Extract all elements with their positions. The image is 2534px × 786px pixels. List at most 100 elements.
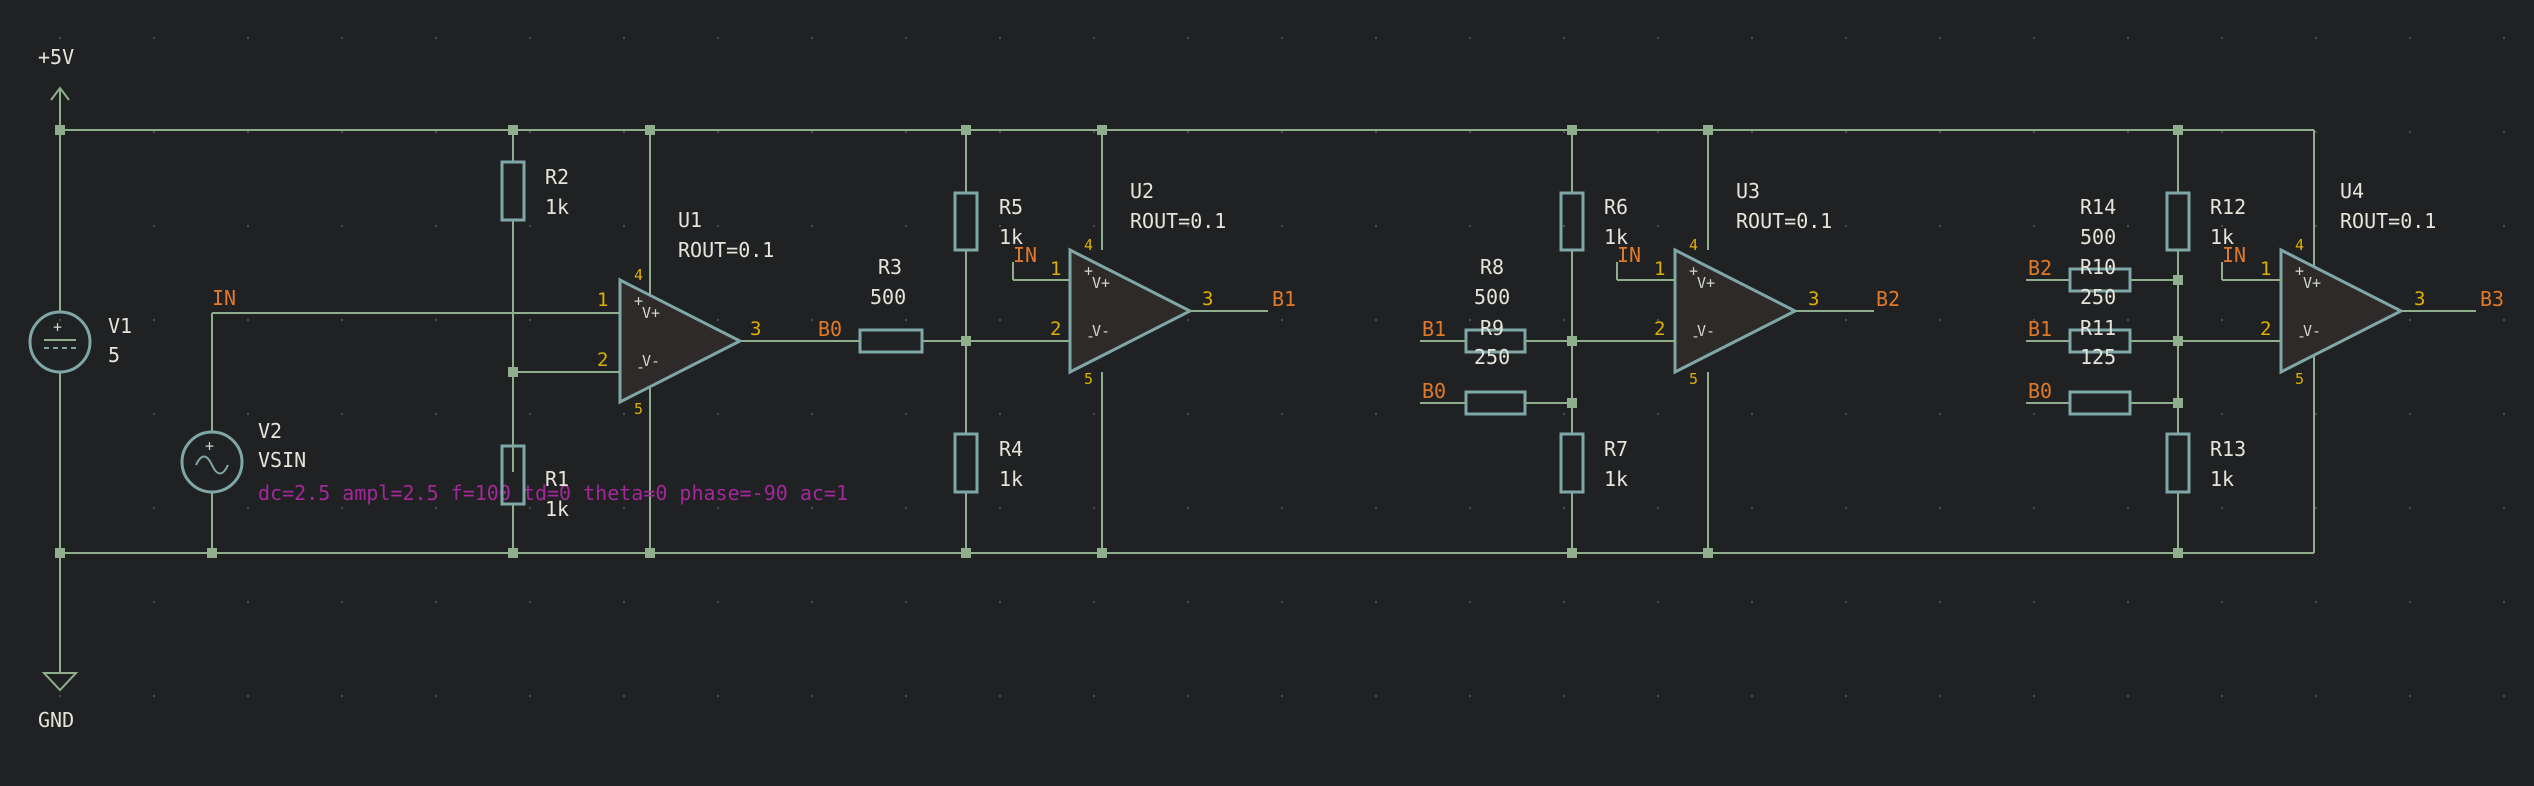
net-label-in[interactable]: IN [212,286,236,310]
resistor-icon [2068,390,2132,416]
opamp-u3[interactable]: + - V+ V- 1 2 3 4 5 U3 ROUT=0.1 [1654,179,1832,388]
resistor-r3[interactable]: R3 500 [858,255,924,354]
u3-vminus: V- [1697,322,1715,340]
resistor-r9[interactable]: R9 250 [1464,316,1527,369]
v2-value: VSIN [258,448,306,472]
r8-value: 500 [1474,285,1510,309]
u4-pin1: 1 [2260,258,2271,280]
u1-param: ROUT=0.1 [678,238,774,262]
opamp-u1[interactable]: + - V+ V- 1 2 3 4 5 U1 ROUT=0.1 [597,208,774,418]
r4-value: 1k [999,467,1023,491]
resistor-r13[interactable]: R13 1k [2165,432,2246,494]
opamp-icon [1068,247,1194,375]
u3-pin3: 3 [1808,288,1819,310]
opamp-icon [1673,247,1799,375]
r6-value: 1k [1604,225,1628,249]
resistor-r11[interactable]: R11 125 [2068,316,2132,369]
resistor-r8[interactable]: R8 500 [1474,255,1510,309]
u3-plus: + [1689,262,1698,280]
u2-pin1: 1 [1050,258,1061,280]
u2-minus: - [1086,327,1095,345]
u1-pin4: 4 [634,266,643,284]
r9-ref: R9 [1480,316,1504,340]
grid-dots [59,37,2505,697]
net-label-in-u4[interactable]: IN [2222,243,2246,267]
u1-pin2: 2 [597,349,608,371]
source-v2[interactable]: + V2 VSIN dc=2.5 ampl=2.5 f=100 td=0 the… [180,419,848,505]
net-label-b1[interactable]: B1 [1272,287,1296,311]
net-label-b0[interactable]: B0 [818,317,842,341]
source-v1[interactable]: + V1 5 [28,310,132,374]
u2-ref: U2 [1130,179,1154,203]
junction-dot [1703,125,1713,135]
vcc-label: +5V [38,45,74,69]
net-label-b2-stage4[interactable]: B2 [2028,256,2052,280]
r13-value: 1k [2210,467,2234,491]
r8-ref: R8 [1480,255,1504,279]
junction-dot [961,548,971,558]
u1-pin5: 5 [634,400,643,418]
net-label-b1-stage4[interactable]: B1 [2028,317,2052,341]
net-label-b3[interactable]: B3 [2480,287,2504,311]
resistor-r14[interactable]: R14 500 [2080,195,2116,249]
v1-ref: V1 [108,314,132,338]
r12-value: 1k [2210,225,2234,249]
resistor-icon [2068,328,2132,354]
v2-params: dc=2.5 ampl=2.5 f=100 td=0 theta=0 phase… [258,481,848,505]
resistor-r7[interactable]: R7 1k [1559,432,1628,494]
r7-ref: R7 [1604,437,1628,461]
r3-value: 500 [870,285,906,309]
r7-value: 1k [1604,467,1628,491]
power-arrow-icon [50,86,70,101]
junction-dot [2173,548,2183,558]
net-label-b0-stage3[interactable]: B0 [1422,379,1446,403]
r14-value: 500 [2080,225,2116,249]
u2-plus: + [1084,262,1093,280]
resistor-b0-stage3[interactable] [1464,390,1527,416]
junction-dot [55,548,65,558]
net-labels: IN B0 B1 IN B1 B0 IN B2 B2 B1 B0 IN B3 [212,243,2504,403]
u3-ref: U3 [1736,179,1760,203]
junction-dot [508,125,518,135]
resistor-r4[interactable]: R4 1k [953,432,1023,494]
vcc-symbol[interactable]: +5V [38,45,74,101]
junction-dot [508,548,518,558]
v2-ref: V2 [258,419,282,443]
junction-dot [1567,125,1577,135]
junction-dot [508,367,518,377]
resistor-r2[interactable]: R2 1k [500,160,569,222]
r2-ref: R2 [545,165,569,189]
gnd-symbol[interactable]: GND [38,672,79,732]
resistor-r1[interactable]: R1 1k [500,444,569,521]
net-label-b0-stage4[interactable]: B0 [2028,379,2052,403]
r11-ref: R11 [2080,316,2116,340]
r3-ref: R3 [878,255,902,279]
v1-value: 5 [108,343,120,367]
resistor-r5[interactable]: R5 1k [953,191,1023,252]
junction-dot [1097,125,1107,135]
junction-dot [2173,398,2183,408]
opamp-icon [618,277,744,405]
net-label-in-u2[interactable]: IN [1013,243,1037,267]
resistor-r10[interactable]: R10 250 [2068,255,2132,309]
junction-dot [1567,398,1577,408]
resistor-icon [2068,267,2132,293]
resistor-icon [953,191,979,252]
resistor-r6[interactable]: R6 1k [1559,191,1628,252]
u4-pin3: 3 [2414,288,2425,310]
opamp-u4[interactable]: + - V+ V- 1 2 3 4 5 U4 ROUT=0.1 [2260,179,2436,388]
u2-pin3: 3 [1202,288,1213,310]
r1-ref: R1 [545,467,569,491]
u3-pin2: 2 [1654,318,1665,340]
junction-dot [1097,548,1107,558]
net-label-b1-stage3[interactable]: B1 [1422,317,1446,341]
opamp-u2[interactable]: + - V+ V- 1 2 3 4 5 U2 ROUT=0.1 [1050,179,1226,388]
junction-dot [645,548,655,558]
resistor-b0-stage4[interactable] [2068,390,2132,416]
net-label-b2[interactable]: B2 [1876,287,1900,311]
u2-pin5: 5 [1084,370,1093,388]
resistor-icon [2165,191,2191,252]
resistor-r12[interactable]: R12 1k [2165,191,2246,252]
net-label-in-u3[interactable]: IN [1617,243,1641,267]
